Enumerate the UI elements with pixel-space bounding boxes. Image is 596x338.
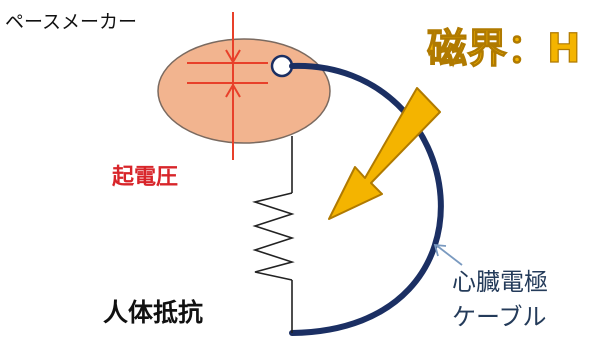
human-body-resistance-label: 人体抵抗 [103, 298, 203, 327]
cable-label-line1: 心臓電極 [452, 268, 548, 296]
induced-voltage-marks [187, 12, 268, 160]
induced-voltage-label: 起電圧 [111, 165, 178, 190]
body-resistance-symbol [252, 136, 295, 333]
magnetic-field-label: 磁界：H [427, 26, 580, 72]
cable-label-line2: ケーブル [452, 303, 547, 331]
magnetic-field-arrow [328, 87, 441, 220]
pacemaker-body [157, 38, 331, 144]
heart-electrode-cable [289, 62, 444, 336]
cable-label-pointer [433, 243, 463, 266]
pacemaker-label: ペースメーカー [5, 11, 137, 33]
